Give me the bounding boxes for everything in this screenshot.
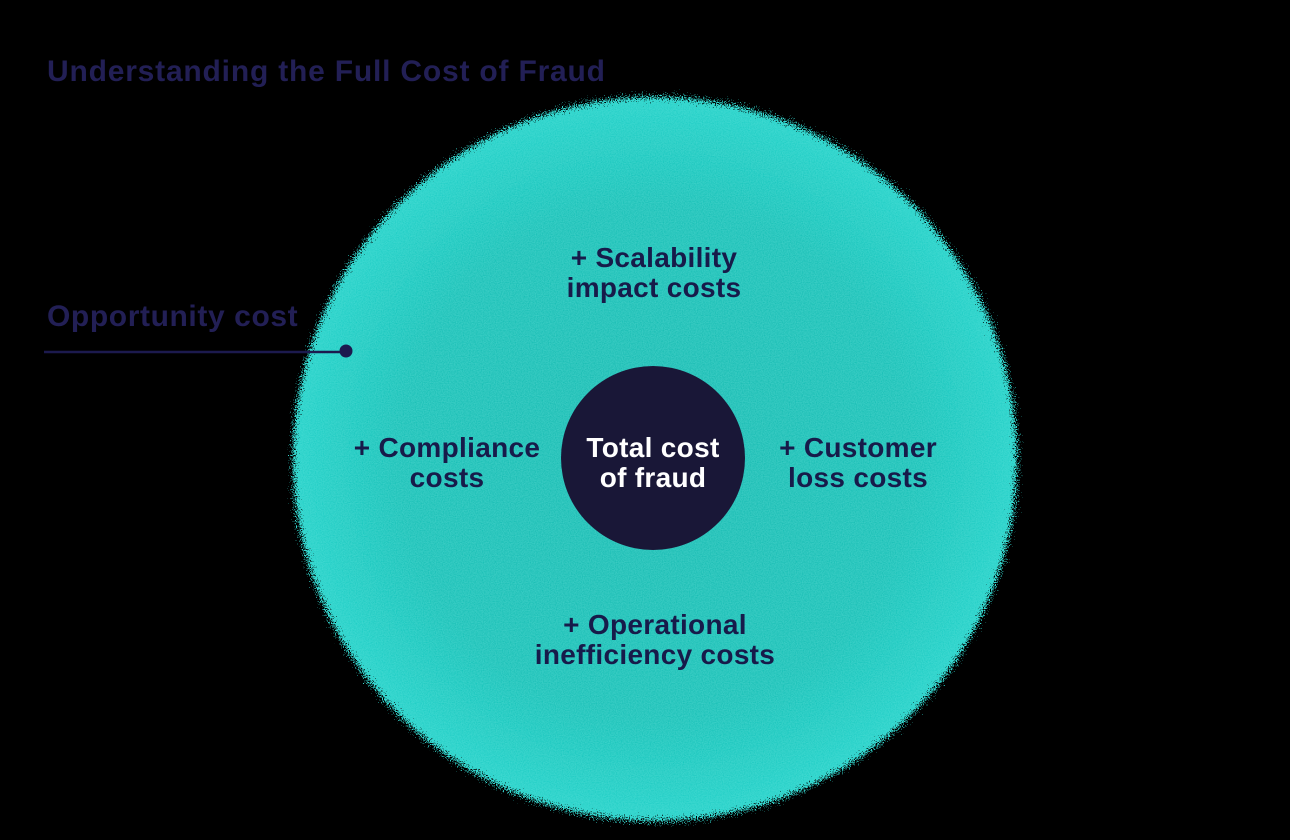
page-title: Understanding the Full Cost of Fraud: [47, 55, 606, 88]
callout-dot: [339, 344, 353, 358]
factor-customer-loss-line1: + Customer: [779, 432, 937, 463]
factor-customer-loss: + Customer loss costs: [779, 433, 937, 493]
factor-scalability-line2: impact costs: [566, 272, 742, 303]
factor-scalability: + Scalability impact costs: [567, 243, 742, 303]
factor-operational-line1: + Operational: [563, 609, 747, 640]
factor-compliance: + Compliance costs: [354, 433, 540, 493]
total-cost-circle: [561, 366, 745, 550]
factor-operational-line2: inefficiency costs: [534, 639, 776, 670]
factor-scalability-line1: + Scalability: [570, 242, 738, 273]
factor-operational-inefficiency: + Operational inefficiency costs: [535, 610, 775, 670]
factor-customer-loss-line2: loss costs: [788, 462, 928, 493]
total-cost-label: Total cost of fraud: [586, 433, 719, 493]
total-cost-line2: of fraud: [599, 462, 707, 493]
total-cost-line1: Total cost: [586, 432, 720, 463]
factor-compliance-line1: + Compliance: [353, 432, 541, 463]
opportunity-cost-label: Opportunity cost: [47, 300, 299, 333]
factor-compliance-line2: costs: [409, 462, 485, 493]
